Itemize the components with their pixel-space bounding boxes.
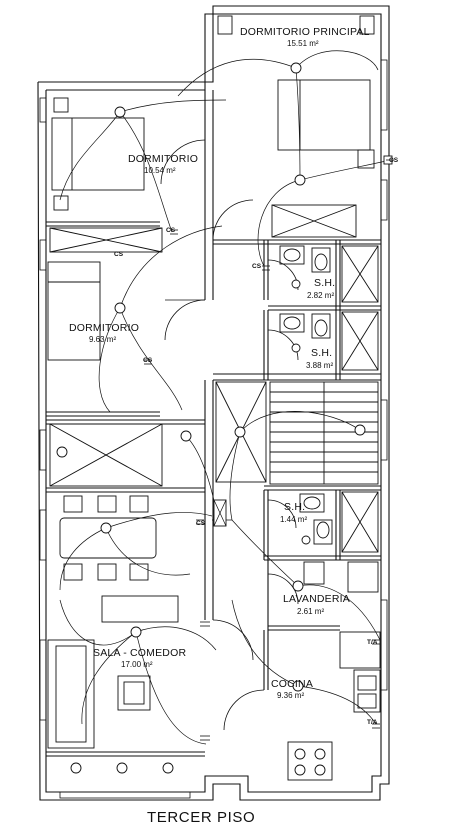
bedroom-2-area: 9.63 m² bbox=[89, 335, 117, 344]
thermo-tag: T/A bbox=[367, 719, 378, 726]
socket-tag: CS bbox=[143, 357, 153, 364]
ceiling-light bbox=[291, 279, 301, 289]
ceiling-light bbox=[114, 302, 126, 314]
bath-3-name: S.H. bbox=[284, 501, 306, 513]
ceiling-light bbox=[234, 426, 246, 438]
socket-tag: CS bbox=[166, 227, 176, 234]
washer bbox=[347, 561, 379, 593]
stairs bbox=[269, 381, 379, 485]
bedroom-1-name: DORMITORIO bbox=[128, 153, 199, 165]
laundry-name: LAVANDERIA bbox=[283, 593, 350, 605]
ceiling-light bbox=[56, 446, 68, 458]
ceiling-light bbox=[162, 762, 174, 774]
furniture bbox=[47, 15, 381, 781]
laundry-area: 2.61 m² bbox=[297, 607, 325, 616]
kitchen-area: 9.36 m² bbox=[277, 691, 305, 700]
socket-tag: CS bbox=[196, 520, 206, 527]
wardrobe-2 bbox=[49, 423, 163, 487]
bath-3-area: 1.44 m² bbox=[280, 515, 308, 524]
bed-1 bbox=[51, 117, 145, 191]
ceiling-light bbox=[301, 535, 311, 545]
ceiling-light bbox=[116, 762, 128, 774]
living-dining-name: SALA - COMEDOR bbox=[93, 647, 187, 659]
ceiling-light bbox=[292, 580, 304, 592]
walls bbox=[37, 5, 390, 801]
armchair bbox=[101, 595, 179, 623]
socket-tag: CS bbox=[114, 251, 124, 258]
master-bedroom-name: DORMITORIO PRINCIPAL bbox=[240, 26, 370, 38]
ceiling-light bbox=[291, 343, 301, 353]
bath-2-area: 3.88 m² bbox=[306, 361, 334, 370]
ceiling-light bbox=[114, 106, 126, 118]
ceiling-light bbox=[294, 174, 306, 186]
socket-tag: CS bbox=[252, 263, 262, 270]
socket-tag: CS bbox=[389, 157, 399, 164]
ceiling-light bbox=[70, 762, 82, 774]
bed-2 bbox=[47, 261, 101, 361]
floor-title: TERCER PISO bbox=[147, 809, 256, 826]
ceiling-light bbox=[180, 430, 192, 442]
bath-1-area: 2.82 m² bbox=[307, 291, 335, 300]
bedroom-1-area: 10.54 m² bbox=[144, 166, 176, 175]
windows bbox=[39, 59, 388, 799]
bath-1-name: S.H. bbox=[314, 277, 336, 289]
bath-2-name: S.H. bbox=[311, 347, 333, 359]
fixtures bbox=[56, 62, 393, 774]
thermo-tag: T/A bbox=[367, 639, 378, 646]
master-bedroom-area: 15.51 m² bbox=[287, 39, 319, 48]
outlet-marks bbox=[144, 159, 394, 741]
ceiling-light bbox=[292, 680, 304, 692]
wiring bbox=[59, 50, 391, 745]
stove bbox=[287, 741, 333, 781]
sofa-side bbox=[47, 639, 95, 749]
wardrobe-1 bbox=[49, 227, 163, 253]
coffee-table bbox=[117, 675, 151, 711]
bedroom-2-name: DORMITORIO bbox=[69, 322, 140, 334]
kitchen-sink bbox=[353, 669, 381, 713]
doors bbox=[160, 139, 299, 731]
ceiling-light bbox=[354, 424, 366, 436]
ceiling-light bbox=[290, 62, 302, 74]
laundry-sink bbox=[303, 561, 325, 585]
ceiling-light bbox=[130, 626, 142, 638]
master-bed bbox=[277, 79, 371, 151]
dining-table bbox=[59, 517, 157, 559]
kitchen-name: COCINA bbox=[271, 678, 314, 690]
master-wardrobe bbox=[271, 204, 357, 238]
ceiling-light bbox=[100, 522, 112, 534]
living-dining-area: 17.00 m² bbox=[121, 660, 153, 669]
